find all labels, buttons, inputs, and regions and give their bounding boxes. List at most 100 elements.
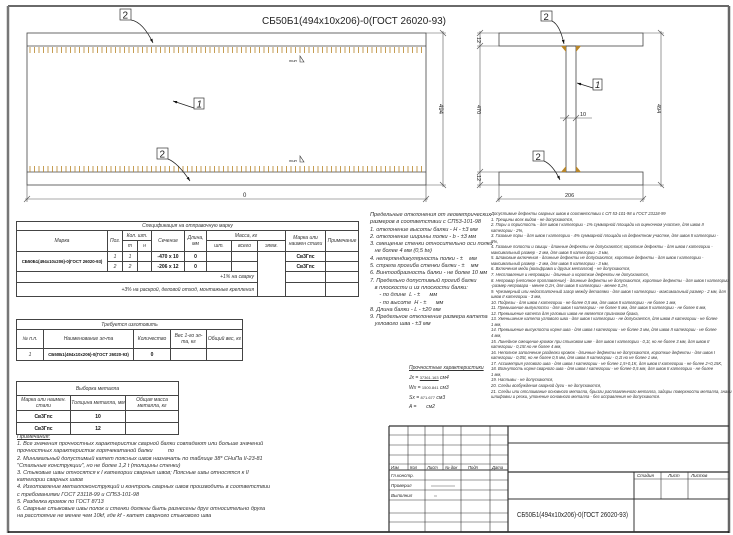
svg-text:Кол: Кол <box>410 465 418 470</box>
cell <box>206 348 243 361</box>
make-title: Требуется изготовить <box>16 319 243 330</box>
table-row: Св3Гпс 10 <box>16 410 179 423</box>
note-line: 5. Разделка кромок по ГОСТ 8713 <box>17 498 104 505</box>
section-width-dim: 206 <box>565 193 574 199</box>
metal-title: Выборка металла <box>16 381 179 396</box>
beam-cross-section <box>498 32 644 186</box>
defect-line: максимальный размер - 2 мм, для швов II … <box>491 249 609 255</box>
cell <box>206 261 232 272</box>
cell: 2 <box>122 261 138 272</box>
defect-line: 14. Превышение выпуклости корня шва - дл… <box>491 327 717 333</box>
note-line: 4. Изготовление металлоконструкций и кон… <box>17 484 271 491</box>
cell: 2 <box>107 261 123 272</box>
cell <box>325 282 359 297</box>
make-h: № п.п. <box>16 329 44 349</box>
a-label: A = <box>409 404 417 410</box>
weld-ticks-top <box>29 47 422 53</box>
defect-line: максимальный размер - 2 мм, для швов II … <box>491 260 609 266</box>
svg-text:Лист: Лист <box>667 473 680 478</box>
cell: Св3Гпс <box>16 410 71 423</box>
svg-text:тип: тип <box>289 158 298 163</box>
defect-line: 4 мм, <box>491 333 502 339</box>
wx-unit: см3 <box>440 385 449 391</box>
svg-text:1: 1 <box>595 80 600 91</box>
cell <box>137 261 152 272</box>
weld-defects-text: Допустимые дефекты сварных швов в соотве… <box>491 211 732 400</box>
svg-text:Стадия: Стадия <box>637 473 654 478</box>
defect-line: 13. Уменьшение катета углового шва - для… <box>491 316 718 322</box>
spec-table: Спецификация на отправочную марку Марка … <box>16 221 359 297</box>
section-height-dim: 494 <box>655 104 661 113</box>
defect-line: категории - 0,05t, но не более 0,5 мм, д… <box>491 355 659 361</box>
sx-unit: см3 <box>436 395 446 401</box>
spec-h-note: Примечание <box>325 230 359 252</box>
tolerance-line: 5. стрела прогиба стенки балки - ± мм <box>370 263 479 270</box>
cell: -206 x 12 <box>151 261 185 272</box>
table-row: Св3Гпс 12 <box>16 422 179 435</box>
spec-h-mass-elem: элем. <box>257 240 286 252</box>
jx-value: 37361.163 <box>419 375 439 380</box>
metal-table: Выборка металла Марка или наимен. стали … <box>16 381 179 435</box>
cell <box>206 251 232 262</box>
spec-h-steel: Марка или наимен стали <box>285 230 326 252</box>
tolerance-line: - по длине L - ± мм <box>370 292 438 299</box>
wx-row: Wx = 1500.841 см3 <box>409 383 484 393</box>
callout-2-top: 2 <box>119 8 154 44</box>
cell: 12 <box>70 422 126 435</box>
defect-line: 2. Поры и пористость - для швов I катего… <box>491 222 704 228</box>
tolerance-line: углового шва - ±3 мм <box>370 321 431 328</box>
tolerance-line: 7. Предельно допустимый прогиб балки <box>370 277 477 284</box>
jx-unit: см4 <box>440 375 449 381</box>
drawing-title: СБ50Б1(494х10х206)-0(ГОСТ 26020-93) <box>262 15 446 27</box>
cell <box>170 348 207 361</box>
defect-line: 8. Непровар (неполное проплавление) - дл… <box>491 277 729 283</box>
web-height-dim: 470 <box>475 105 481 114</box>
make-h: Количество <box>133 329 171 349</box>
length-dimension <box>23 185 430 203</box>
cell <box>231 251 258 262</box>
sx-label: Sx = <box>409 395 420 401</box>
strength-title: Прочностные характеристики <box>409 365 484 371</box>
a-unit: см2 <box>426 404 435 410</box>
web-thickness-dim: 10 <box>580 112 586 118</box>
wx-label: Wx = <box>409 385 421 391</box>
svg-text:1: 1 <box>197 100 203 111</box>
tolerance-line: 8. Длина балки - L - ±20 мм <box>370 306 441 313</box>
defect-line: 1 мм, <box>491 371 502 377</box>
svg-text:Проверил: Проверил <box>391 483 412 488</box>
jx-row: Jx = 37361.163 см4 <box>409 373 484 383</box>
defect-line: 4. Газовые полости и свищи - длинные деф… <box>491 244 713 250</box>
svg-text:2: 2 <box>123 11 129 22</box>
cell: Св3Гпс <box>285 251 326 262</box>
weld-symbol-top: тип <box>289 55 305 63</box>
cell <box>325 251 359 262</box>
notes: Примечания: 1. Все значения прочностных … <box>17 434 270 520</box>
cell <box>125 422 179 435</box>
fillet-welds <box>561 46 581 172</box>
note-line: прочностных характеристик горячекатаной … <box>17 448 174 455</box>
cell: -470 x 10 <box>151 251 185 262</box>
notes-title: Примечания: <box>17 434 51 440</box>
defect-line: 7. Несплавления и непровары - длинные и … <box>491 272 649 278</box>
title-block-designation: СБ50Б1(494х10х206)-0(ГОСТ 26020-93) <box>517 512 628 519</box>
defect-line: швов II категории - 3 мм, <box>491 294 542 300</box>
tolerance-line: Предельные отклонения от геометрических <box>370 212 492 218</box>
metal-h: Толщина металла, мм <box>70 395 126 411</box>
spec-mark-value: СБ50Б1(494х10х206)-0(ГОСТ 26020-93) <box>16 251 108 272</box>
svg-text:Подп: Подп <box>468 465 479 470</box>
svg-text:Дата: Дата <box>491 465 504 470</box>
defect-line: 9. Чрезмерный или недостаточный зазор ме… <box>491 288 726 294</box>
note-line: на расстояние не менее чем 10kf, где kf … <box>17 513 212 520</box>
note-line: 6. Сварные стыковые швы полок и стенки д… <box>17 506 266 513</box>
height-dim-text: 494 <box>437 104 443 115</box>
tolerance-line: 1. отклонение высоты балки - H - ±3 мм <box>370 226 478 233</box>
jx-label: Jx = <box>409 375 419 381</box>
tolerance-line: 9. Предельное отклонение размера катета <box>370 314 488 321</box>
note-line: категории сварных швов <box>17 477 83 484</box>
weld-symbol-bottom: тип <box>289 155 305 163</box>
section-callout-1-web: 1 <box>576 78 603 91</box>
defect-line: 15. Линейное смещение кромок при стыково… <box>491 338 710 344</box>
defect-line: -размер непровара - менее 0,1H, для швов… <box>491 283 628 289</box>
svg-text:2: 2 <box>544 12 549 23</box>
